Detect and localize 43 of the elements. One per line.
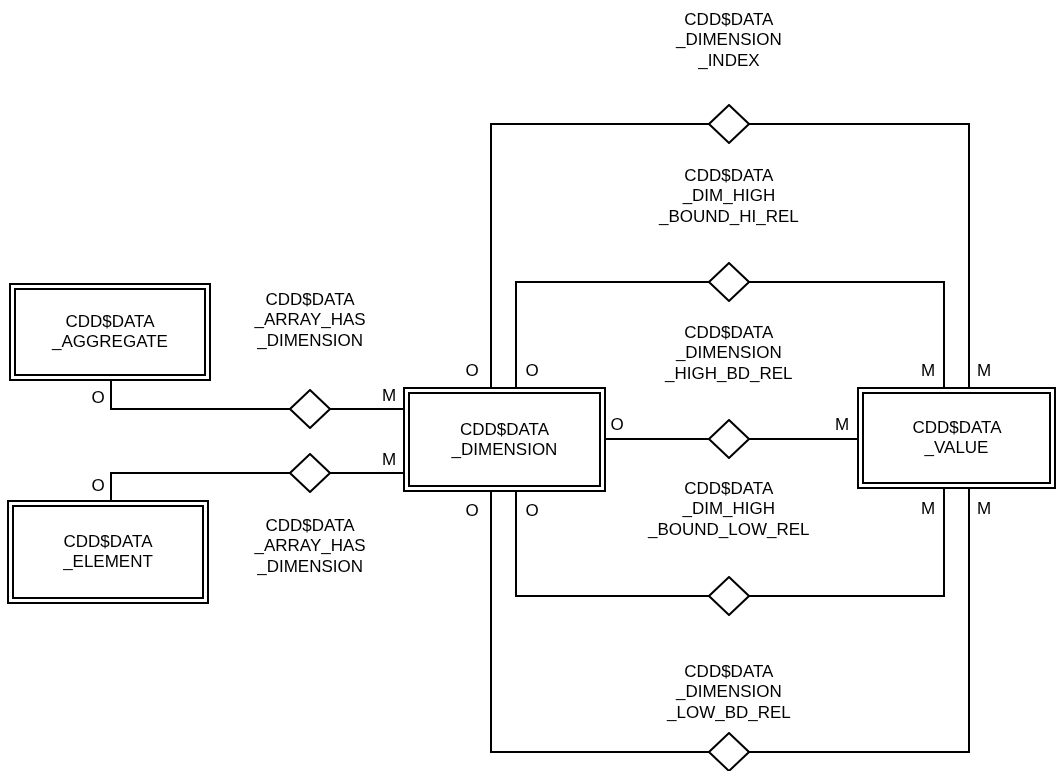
cardinality-label: M <box>382 450 397 468</box>
connector-line <box>748 123 970 388</box>
cardinality-label: M <box>977 499 992 517</box>
cardinality-label: M <box>977 361 992 379</box>
cardinality-label: O <box>465 501 479 519</box>
connector-line <box>605 438 710 440</box>
cardinality-label: M <box>921 361 936 379</box>
entity-box <box>857 387 1056 489</box>
entity-box <box>7 500 209 604</box>
relationship-name: CDD$DATA _ARRAY_HAS _DIMENSION <box>254 516 366 578</box>
connector-line <box>329 408 404 410</box>
cardinality-label: O <box>610 415 624 433</box>
cardinality-label: M <box>382 386 397 404</box>
relationship-name: CDD$DATA _DIMENSION _HIGH_BD_REL <box>665 323 793 385</box>
connector-line <box>515 491 710 597</box>
entity-box <box>403 387 606 492</box>
entity-box <box>9 283 211 381</box>
connector-line <box>748 281 945 388</box>
connector-line <box>515 281 710 388</box>
cardinality-label: M <box>921 499 936 517</box>
entity-name: CDD$DATA _VALUE <box>912 418 1001 458</box>
cardinality-label: M <box>835 415 850 433</box>
connector-line <box>490 123 710 388</box>
relationship-name: CDD$DATA _ARRAY_HAS _DIMENSION <box>254 290 366 352</box>
connector-line <box>329 472 404 474</box>
relationship-name: CDD$DATA _DIMENSION _INDEX <box>676 10 782 72</box>
connector-line <box>748 488 970 753</box>
connector-line <box>110 380 291 410</box>
connector-line <box>490 491 710 753</box>
cardinality-label: O <box>525 501 539 519</box>
connector-line <box>748 488 945 597</box>
relationship-name: CDD$DATA _DIMENSION _LOW_BD_REL <box>667 662 791 724</box>
relationship-name: CDD$DATA _DIM_HIGH _BOUND_LOW_REL <box>648 479 810 541</box>
relationship-name: CDD$DATA _DIM_HIGH _BOUND_HI_REL <box>659 166 799 228</box>
cardinality-label: O <box>525 361 539 379</box>
cardinality-label: O <box>91 476 105 494</box>
cardinality-label: O <box>465 361 479 379</box>
cardinality-label: O <box>91 388 105 406</box>
connector-line <box>110 472 291 501</box>
entity-name: CDD$DATA _DIMENSION <box>451 419 558 460</box>
connector-line <box>748 438 858 440</box>
entity-name: CDD$DATA _ELEMENT <box>63 532 153 572</box>
entity-name: CDD$DATA _AGGREGATE <box>52 312 168 352</box>
